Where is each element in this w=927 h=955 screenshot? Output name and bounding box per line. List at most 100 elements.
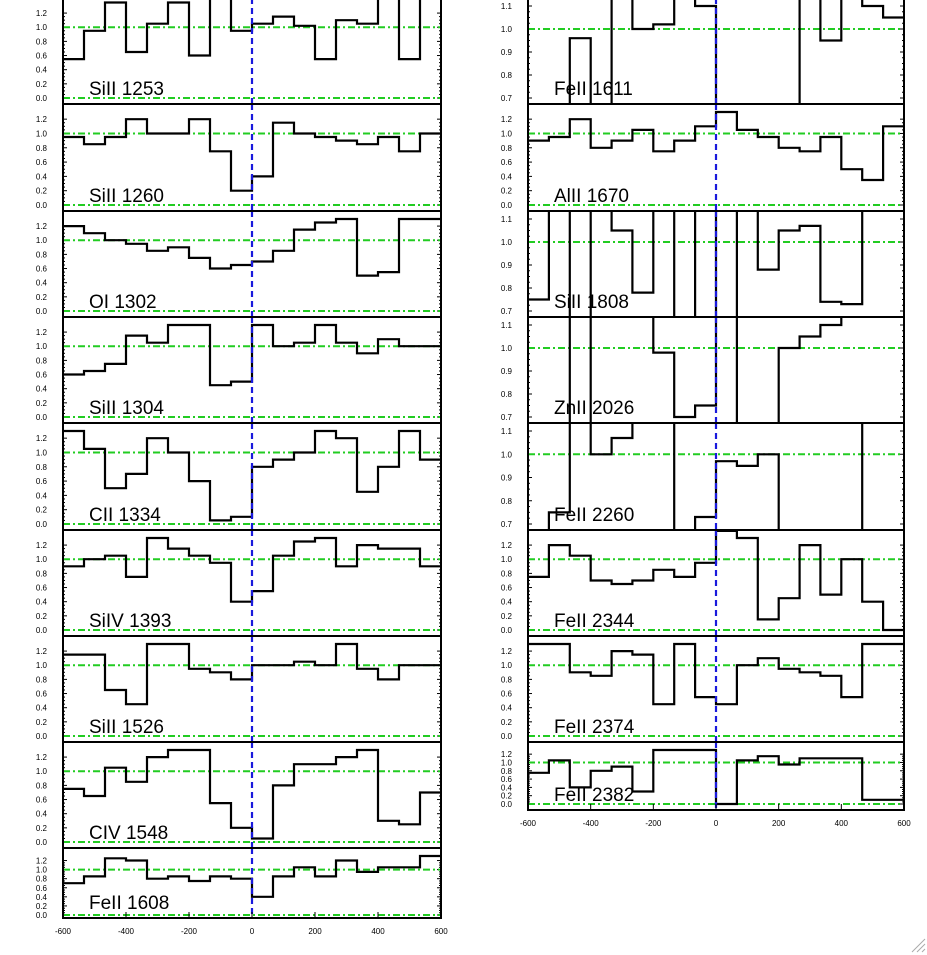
panel-label: SiII 1526: [89, 717, 164, 738]
y-tick-label: 1.0: [36, 236, 48, 245]
spectrum-series: [63, 323, 441, 387]
y-tick-label: 0.2: [36, 293, 48, 302]
panel-label: FeII 1608: [89, 893, 169, 914]
y-tick-label: 0.8: [36, 463, 48, 472]
y-tick-label: 0.8: [36, 144, 48, 153]
y-tick-label: 0.6: [36, 52, 48, 61]
y-tick-label: 0.8: [36, 356, 48, 365]
y-tick-label: 1.1: [501, 427, 513, 436]
panel-label: SiII 1260: [89, 186, 164, 207]
y-tick-label: 0.2: [36, 80, 48, 89]
y-tick-label: 0.6: [36, 884, 48, 893]
panel-label: FeII 2374: [554, 717, 635, 738]
panel-label: SiIV 1393: [89, 611, 171, 632]
y-tick-label: 1.0: [501, 661, 513, 670]
y-tick-label: 1.0: [501, 25, 513, 34]
x-tick-label: -400: [583, 819, 600, 828]
panel-label: FeII 1611: [554, 79, 633, 100]
y-tick-label: 0.6: [36, 690, 48, 699]
y-tick-label: 0.0: [501, 626, 513, 635]
y-tick-label: 0.0: [36, 838, 48, 847]
y-tick-label: 0.7: [501, 94, 513, 103]
y-tick-label: 1.0: [501, 344, 513, 353]
y-tick-label: 1.2: [36, 328, 48, 337]
y-tick-label: 0.8: [501, 569, 513, 578]
y-tick-label: 0.0: [501, 800, 513, 809]
y-tick-label: 0.6: [36, 584, 48, 593]
y-tick-label: 1.2: [36, 222, 48, 231]
panel-label: FeII 2344: [554, 611, 635, 632]
x-tick-label: 400: [835, 819, 849, 828]
y-tick-label: 1.0: [36, 23, 48, 32]
panel-label: FeII 2260: [554, 505, 634, 526]
y-tick-label: 0.8: [501, 144, 513, 153]
y-tick-label: 0.0: [36, 413, 48, 422]
y-tick-label: 0.4: [501, 598, 513, 607]
spectrum-series: [63, 0, 441, 61]
y-tick-label: 0.9: [501, 367, 513, 376]
y-tick-label: 0.8: [36, 250, 48, 259]
y-tick-label: 0.0: [36, 94, 48, 103]
y-tick-label: 0.2: [501, 718, 513, 727]
y-tick-label: 0.8: [501, 71, 513, 80]
x-tick-label: 0: [250, 927, 255, 936]
y-tick-label: 0.6: [36, 477, 48, 486]
y-tick-label: 0.8: [501, 284, 513, 293]
y-tick-label: 0.2: [501, 612, 513, 621]
panel-label: CIV 1548: [89, 823, 168, 844]
y-tick-label: 0.8: [36, 569, 48, 578]
panel-label: CII 1334: [89, 505, 161, 526]
y-tick-label: 0.6: [501, 690, 513, 699]
y-tick-label: 0.2: [36, 399, 48, 408]
y-tick-label: 0.8: [36, 875, 48, 884]
spectrum-series: [528, 642, 904, 706]
y-tick-label: 1.0: [36, 555, 48, 564]
y-tick-label: 0.4: [36, 704, 48, 713]
x-tick-label: -200: [181, 927, 198, 936]
y-tick-label: 1.0: [501, 555, 513, 564]
y-tick-label: 1.2: [501, 647, 513, 656]
y-tick-label: 0.8: [501, 390, 513, 399]
y-tick-label: 1.0: [501, 129, 513, 138]
y-tick-label: 0.6: [501, 584, 513, 593]
panel-label: ZnII 2026: [554, 398, 634, 419]
panel-label: AlII 1670: [554, 186, 629, 207]
y-tick-label: 1.0: [36, 129, 48, 138]
y-tick-label: 1.0: [36, 342, 48, 351]
y-tick-label: 0.9: [501, 474, 513, 483]
y-tick-label: 0.0: [36, 520, 48, 529]
x-tick-label: 600: [434, 927, 448, 936]
y-tick-label: 0.4: [36, 66, 48, 75]
y-tick-label: 0.4: [36, 598, 48, 607]
y-tick-label: 1.0: [501, 758, 513, 767]
y-tick-label: 1.2: [36, 115, 48, 124]
panel-oi-1302: 0.00.20.40.60.81.01.2OI 1302: [36, 210, 442, 318]
y-tick-label: 0.2: [36, 902, 48, 911]
y-tick-label: 0.4: [36, 172, 48, 181]
y-tick-label: 1.2: [36, 753, 48, 762]
x-tick-label: -400: [118, 927, 135, 936]
y-tick-label: 0.6: [501, 158, 513, 167]
y-tick-label: 0.8: [501, 497, 513, 506]
spectrum-series: [63, 217, 441, 277]
y-tick-label: 0.2: [501, 792, 513, 801]
y-tick-label: 0.6: [36, 796, 48, 805]
y-tick-label: 0.8: [501, 767, 513, 776]
y-tick-label: 0.7: [501, 307, 513, 316]
y-tick-label: 0.4: [36, 893, 48, 902]
x-tick-label: -600: [55, 927, 72, 936]
y-tick-label: 1.0: [36, 661, 48, 670]
y-tick-label: 0.4: [36, 810, 48, 819]
